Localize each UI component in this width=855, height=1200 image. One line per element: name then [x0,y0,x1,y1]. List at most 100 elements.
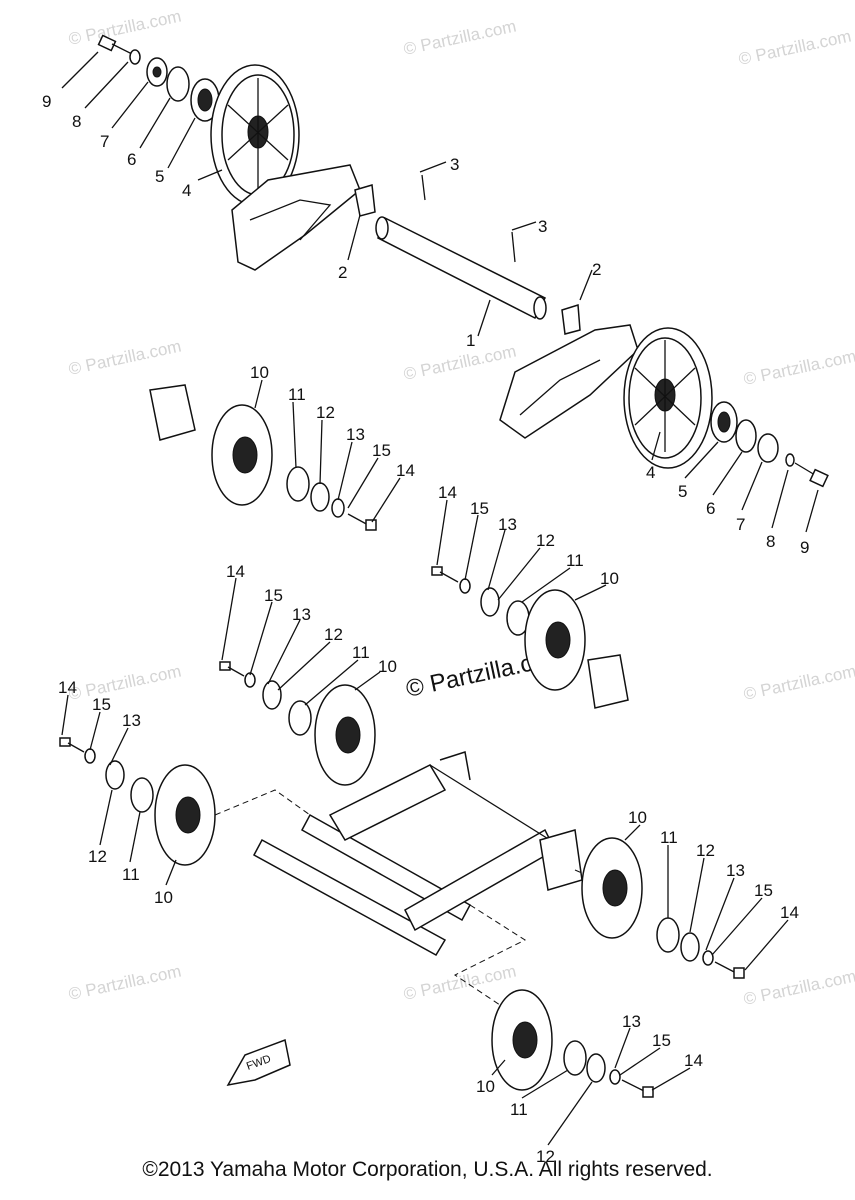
bracket-part [539,829,583,891]
callout-13: 13 [498,515,517,534]
callout-11: 11 [352,643,370,662]
bearing-part [130,777,154,813]
callout-8: 8 [72,112,81,131]
washer-part [244,672,256,688]
middle-wheel-set-left [149,384,377,531]
callout-13: 13 [292,605,311,624]
bolt-part [431,566,443,576]
watermark: © Partzilla.com [67,337,183,379]
callout-labels: 9 8 7 6 5 4 2 3 3 2 1 4 5 6 7 8 9 10 11 … [42,92,809,1166]
washer-part [609,1069,621,1085]
circlip-part [586,1053,606,1083]
bolt-part [621,1079,647,1093]
callout-13: 13 [122,711,141,730]
lower-frame-assembly [59,737,745,1098]
cross-member-part [328,764,447,841]
callout-4: 4 [646,463,655,482]
callout-2: 2 [592,260,601,279]
circlip-part [680,932,700,962]
bolt-part [219,661,231,671]
watermark: © Partzilla.com [67,662,183,704]
circlip-part [735,419,757,453]
callout-15: 15 [264,586,283,605]
callout-3: 3 [450,155,459,174]
upper-assembly [97,34,829,488]
washer-part [785,453,795,467]
circlip-part [310,482,330,512]
callout-5: 5 [155,167,164,186]
callout-14: 14 [438,483,457,502]
bolt-part [97,34,133,55]
callout-13: 13 [726,861,745,880]
callout-5: 5 [678,482,687,501]
callout-11: 11 [122,865,140,884]
bearing-part [563,1040,587,1076]
pin-part [421,174,426,201]
watermark: © Partzilla.com [737,27,853,69]
callout-14: 14 [780,903,799,922]
circlip-part [262,680,282,710]
callout-9: 9 [42,92,51,111]
callout-12: 12 [696,841,715,860]
callout-11: 11 [510,1100,528,1119]
callout-6: 6 [127,150,136,169]
shaft-part [375,216,547,320]
wheel-part [623,327,713,469]
callout-14: 14 [396,461,415,480]
callout-15: 15 [372,441,391,460]
bearing-part [286,466,310,502]
callout-7: 7 [100,132,109,151]
copyright-notice: ©2013 Yamaha Motor Corporation, U.S.A. A… [142,1158,713,1181]
middle-wheel-set-right [431,566,629,709]
callout-12: 12 [316,403,335,422]
callout-8: 8 [766,532,775,551]
callout-15: 15 [652,1031,671,1050]
frame-tube-part [252,838,447,957]
callout-6: 6 [706,499,715,518]
callout-2: 2 [338,263,347,282]
callout-11: 11 [288,385,306,404]
callout-10: 10 [600,569,619,588]
wheel-part [210,64,300,206]
callout-12: 12 [88,847,107,866]
callout-10: 10 [476,1077,495,1096]
middle-wheel-set-center [219,661,376,786]
callout-13: 13 [346,425,365,444]
watermark: © Partzilla.com [742,662,855,704]
callout-14: 14 [684,1051,703,1070]
callout-13: 13 [622,1012,641,1031]
callout-7: 7 [736,515,745,534]
bracket-part [561,304,581,335]
circlip-part [166,66,190,102]
bolt-part [794,462,829,488]
callout-12: 12 [536,531,555,550]
watermark: © Partzilla.com [742,967,855,1009]
callout-1: 1 [466,331,475,350]
bearing-part [656,917,680,953]
callout-9: 9 [800,538,809,557]
bearing-part [288,700,312,736]
callout-15: 15 [92,695,111,714]
watermark: © Partzilla.com [402,962,518,1004]
callout-10: 10 [154,888,173,907]
callout-15: 15 [470,499,489,518]
callout-10: 10 [628,808,647,827]
leader-lines [61,51,819,1146]
callout-11: 11 [566,551,584,570]
callout-14: 14 [226,562,245,581]
bracket-part [354,184,376,217]
callout-12: 12 [536,1147,555,1166]
pin-part [511,231,516,263]
frame-tube-part [300,813,472,922]
callout-12: 12 [324,625,343,644]
callout-10: 10 [378,657,397,676]
bracket-part [149,384,196,441]
forward-arrow: FWD [226,1038,291,1087]
watermark: © Partzilla.com [402,342,518,384]
bolt-part [59,737,71,747]
callout-15: 15 [754,881,773,900]
suspension-arm-part [231,164,361,271]
watermark: © Partzilla.com [402,17,518,59]
